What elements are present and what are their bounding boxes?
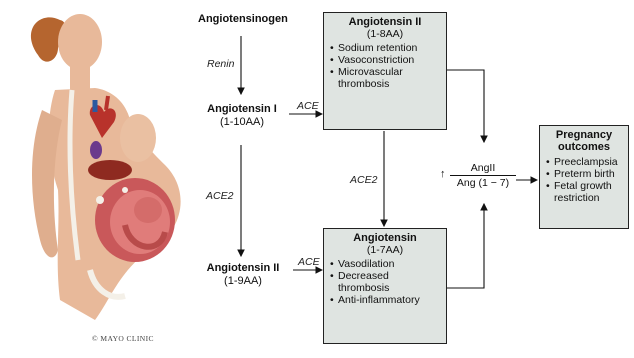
- angiotensin-1-7-box: Angiotensin (1-7AA) Vasodilation Decreas…: [323, 228, 447, 344]
- pregnancy-outcomes-title: Pregnancy outcomes: [544, 129, 624, 153]
- list-item: Sodium retention: [338, 42, 442, 54]
- list-item: Vasoconstriction: [338, 54, 442, 66]
- angiotensin-ii-effects-list: Sodium retention Vasoconstriction Microv…: [328, 42, 442, 90]
- angiotensin-1-7-effects-list: Vasodilation Decreased thrombosis Anti-i…: [328, 258, 442, 306]
- list-item: Preeclampsia: [554, 156, 624, 168]
- ratio-denominator: Ang (1 − 7): [450, 177, 516, 189]
- angiotensinogen-label: Angiotensinogen: [198, 13, 286, 26]
- ace2-right-label: ACE2: [350, 174, 377, 186]
- node-angiotensinogen: Angiotensinogen: [198, 13, 286, 26]
- angiotensin-ii-box: Angiotensin II (1-8AA) Sodium retention …: [323, 12, 447, 130]
- node-angiotensin-ii-1-9: Angiotensin II (1-9AA): [195, 262, 291, 287]
- pregnancy-outcomes-list: Preeclampsia Preterm birth Fetal growth …: [544, 156, 624, 204]
- ace-bottom-label: ACE: [298, 256, 320, 268]
- pregnancy-outcomes-box: Pregnancy outcomes Preeclampsia Preterm …: [539, 125, 629, 229]
- angiotensin-ii-box-title: Angiotensin II: [328, 16, 442, 28]
- ratio-divider: [450, 175, 516, 176]
- angiotensin-1-7-box-title: Angiotensin: [328, 232, 442, 244]
- list-item: Anti-inflammatory: [338, 294, 442, 306]
- list-item: Decreased thrombosis: [338, 270, 442, 294]
- ratio-numerator: AngII: [450, 162, 516, 174]
- angiotensin-1-7-box-subtitle: (1-7AA): [328, 244, 442, 256]
- list-item: Microvascular thrombosis: [338, 66, 442, 90]
- ace-top-label: ACE: [297, 100, 319, 112]
- increase-arrow-icon: ↑: [440, 168, 446, 180]
- ace2-left-label: ACE2: [206, 190, 233, 202]
- renin-label: Renin: [207, 58, 234, 70]
- angiotensin-ii-left-aa: (1-9AA): [195, 275, 291, 288]
- angiotensin-ii-left-label: Angiotensin II: [195, 262, 291, 275]
- arrow-to-ratio-top: [446, 70, 484, 142]
- list-item: Vasodilation: [338, 258, 442, 270]
- angiotensin-ii-box-subtitle: (1-8AA): [328, 28, 442, 40]
- angii-ang17-ratio: AngII Ang (1 − 7): [450, 162, 516, 189]
- node-angiotensin-i: Angiotensin I (1-10AA): [196, 103, 288, 128]
- list-item: Preterm birth: [554, 168, 624, 180]
- angiotensin-i-aa: (1-10AA): [196, 116, 288, 129]
- list-item: Fetal growth restriction: [554, 180, 624, 204]
- arrow-to-ratio-bottom: [446, 204, 484, 288]
- angiotensin-i-label: Angiotensin I: [196, 103, 288, 116]
